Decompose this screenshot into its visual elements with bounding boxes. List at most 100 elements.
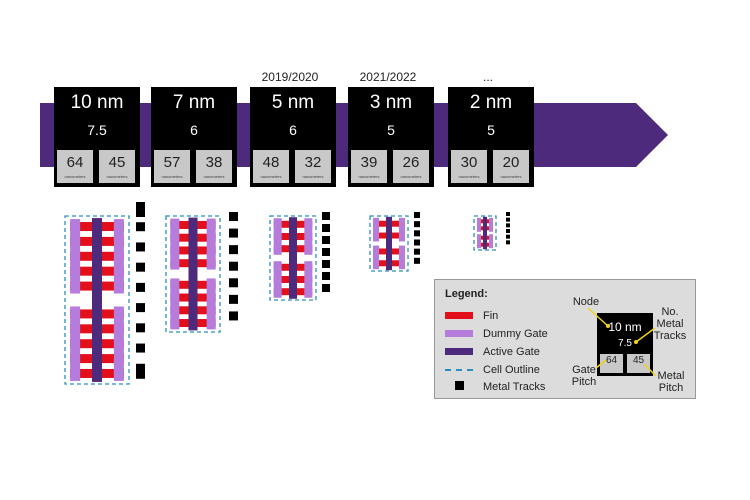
example-gate-pitch: 64 — [600, 354, 623, 373]
metal-track — [229, 261, 238, 271]
example-node-name: 10 nm — [608, 320, 642, 334]
active-gate — [188, 217, 198, 331]
metal-track — [506, 217, 510, 222]
metal-track — [229, 228, 238, 238]
unit-label: nanometers — [203, 174, 225, 179]
metal-track — [414, 212, 420, 218]
metal-pitch-value: 20 — [502, 154, 520, 171]
node-tracks: 5 — [387, 122, 395, 138]
node-name: 10 nm — [70, 92, 124, 113]
dummy-gate — [373, 245, 380, 270]
metal-track — [136, 262, 145, 272]
legend-item-fin: Fin — [483, 310, 499, 322]
dummy-gate — [477, 217, 481, 232]
metal-track-swatch — [455, 381, 464, 390]
year-label-3nm: 2021/2022 — [359, 70, 417, 84]
dummy-gate — [273, 261, 282, 298]
active-gate — [289, 217, 297, 299]
metal-track — [229, 278, 238, 288]
unit-label: nanometers — [161, 174, 183, 179]
metal-pitch-cell: 45 nanometers — [99, 150, 135, 183]
dummy-gate — [489, 234, 493, 249]
metal-track — [136, 282, 145, 292]
gate-pitch-cell: 30 nanometers — [451, 150, 487, 183]
unit-label: nanometers — [260, 174, 282, 179]
metal-track — [136, 343, 145, 353]
metal-track — [322, 272, 330, 280]
metal-track — [229, 294, 238, 304]
active-gate-swatch — [445, 348, 473, 355]
dummy-gate — [206, 218, 216, 270]
unit-label: nanometers — [500, 174, 522, 179]
metal-pitch-cell: 26 nanometers — [393, 150, 429, 183]
metal-track — [229, 311, 238, 321]
metal-track — [229, 245, 238, 255]
metal-track — [322, 248, 330, 256]
legend-title: Legend: — [445, 288, 488, 300]
dummy-gate — [373, 217, 380, 242]
metal-track — [322, 212, 330, 220]
metal-pitch-cell: 20 nanometers — [493, 150, 529, 183]
cell-outline — [165, 215, 221, 333]
active-gate — [92, 218, 102, 382]
unit-label: nanometers — [64, 174, 86, 179]
legend-example-card: 10 nm 7.5 64 45 — [597, 313, 653, 376]
node-tracks: 7.5 — [87, 122, 107, 138]
annotation-gate-pitch: Gate Pitch — [571, 364, 597, 388]
year-label-5nm: 2019/2020 — [261, 70, 319, 84]
unit-label: nanometers — [400, 174, 422, 179]
node-name: 3 nm — [369, 92, 413, 113]
gate-pitch-value: 30 — [460, 154, 478, 171]
gate-pitch-cell: 57 nanometers — [154, 150, 190, 183]
metal-track — [506, 223, 510, 228]
annotation-line-node — [587, 307, 609, 327]
metal-track — [322, 260, 330, 268]
dummy-gate — [206, 278, 216, 330]
cell-outline-swatch — [445, 369, 473, 371]
dummy-gate — [477, 234, 481, 249]
annotation-line-gate — [595, 359, 607, 369]
metal-track — [136, 323, 145, 333]
legend-item-cell-outline: Cell Outline — [483, 364, 540, 376]
node-card-7nm: 7 nm 6 57 nanometers 38 nanometers — [151, 87, 237, 187]
dummy-gate — [304, 261, 313, 298]
node-tracks: 6 — [190, 122, 198, 138]
metal-track — [506, 229, 510, 233]
gate-pitch-cell: 64 nanometers — [57, 150, 93, 183]
metal-track — [414, 221, 420, 228]
gate-pitch-value: 48 — [262, 154, 280, 171]
dummy-gate — [273, 218, 282, 255]
annotation-line-tracks — [635, 327, 656, 343]
dummy-gate — [113, 306, 124, 381]
metal-track — [414, 248, 420, 255]
legend-item-dummy-gate: Dummy Gate — [483, 328, 548, 340]
active-gate — [386, 216, 392, 271]
metal-pitch-cell: 32 nanometers — [295, 150, 331, 183]
legend-item-active-gate: Active Gate — [483, 346, 540, 358]
metal-track — [136, 242, 145, 252]
metal-track — [136, 363, 145, 379]
cell-outline — [64, 215, 130, 385]
metal-track — [414, 230, 420, 237]
annotation-dot-node — [606, 324, 610, 328]
cell-outline — [269, 215, 317, 301]
dummy-gate — [304, 218, 313, 255]
dummy-gate — [398, 217, 405, 242]
node-name: 7 nm — [172, 92, 216, 113]
metal-pitch-value: 45 — [108, 154, 126, 171]
annotation-dot-tracks — [634, 340, 638, 344]
dummy-gate — [113, 219, 124, 294]
cell-outline — [369, 215, 409, 272]
node-tracks: 6 — [289, 122, 297, 138]
metal-track — [136, 222, 145, 232]
year-label-2nm: ... — [482, 70, 493, 84]
unit-label: nanometers — [302, 174, 324, 179]
metal-track — [414, 257, 420, 264]
node-name: 2 nm — [469, 92, 513, 113]
metal-track — [136, 202, 145, 217]
metal-track — [506, 240, 510, 245]
unit-label: nanometers — [458, 174, 480, 179]
metal-track — [414, 239, 420, 246]
